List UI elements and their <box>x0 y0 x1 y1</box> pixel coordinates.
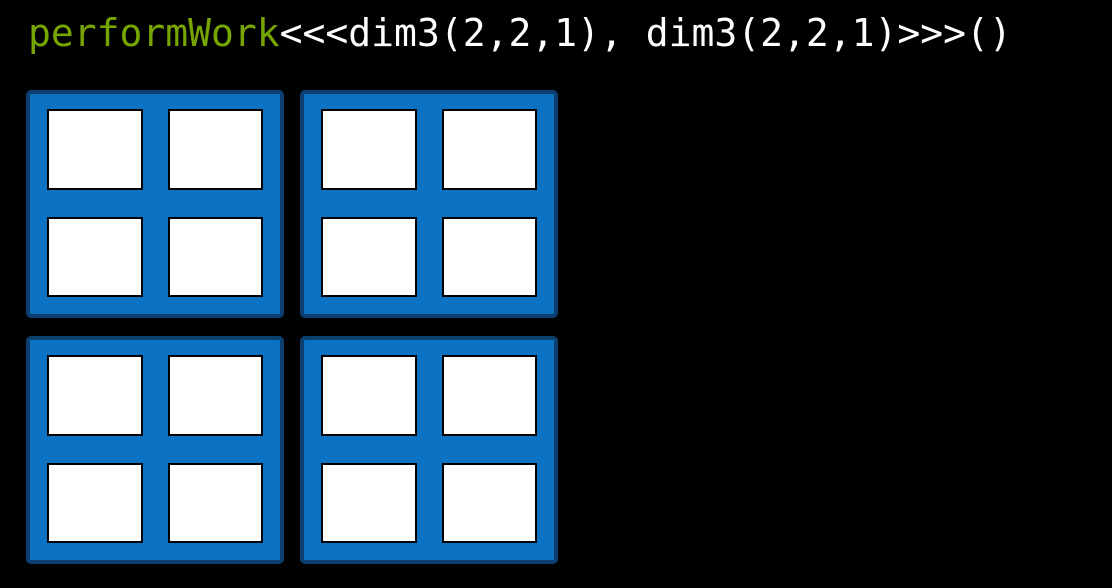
cuda-thread <box>441 216 537 297</box>
cuda-thread <box>47 109 143 190</box>
cuda-thread <box>167 216 263 297</box>
cuda-thread <box>47 216 143 297</box>
cuda-block <box>300 336 558 564</box>
cuda-thread <box>441 462 537 543</box>
kernel-launch-title: performWork<<<dim3(2,2,1), dim3(2,2,1)>>… <box>28 9 1012 57</box>
cuda-thread <box>47 462 143 543</box>
cuda-thread <box>441 355 537 436</box>
cuda-thread <box>167 355 263 436</box>
cuda-block <box>26 90 284 318</box>
cuda-thread <box>167 109 263 190</box>
cuda-block <box>26 336 284 564</box>
cuda-thread <box>321 462 417 543</box>
cuda-thread <box>167 462 263 543</box>
kernel-function-name: performWork <box>28 11 280 55</box>
cuda-block <box>300 90 558 318</box>
kernel-launch-configuration: <<<dim3(2,2,1), dim3(2,2,1)>>>() <box>279 11 1012 55</box>
cuda-thread <box>321 216 417 297</box>
cuda-thread <box>47 355 143 436</box>
cuda-thread <box>321 355 417 436</box>
cuda-thread <box>441 109 537 190</box>
cuda-thread <box>321 109 417 190</box>
cuda-grid <box>26 90 558 564</box>
